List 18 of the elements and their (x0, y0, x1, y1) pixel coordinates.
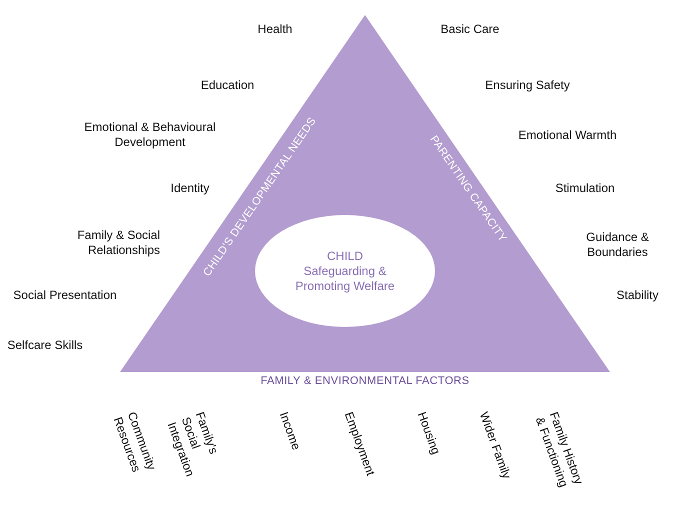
item-label: Stability (615, 288, 660, 303)
item-label: Ensuring Safety (484, 78, 571, 93)
item-label: Guidance & Boundaries (585, 230, 650, 260)
factor-label: Wider Family (476, 410, 515, 483)
item-label: Health (256, 22, 294, 37)
item-label: Selfcare Skills (6, 338, 84, 353)
item-label: Education (200, 78, 256, 93)
factor-label: Income (276, 410, 304, 454)
side-heading: FAMILY & ENVIRONMENTAL FACTORS (260, 375, 470, 387)
item-label: Family & Social Relationships (76, 228, 160, 258)
centre-text: Safeguarding & Promoting Welfare (294, 264, 396, 294)
item-label: Basic Care (440, 22, 500, 37)
item-label: Emotional & Behavioural Development (83, 120, 217, 150)
item-label: Social Presentation (12, 288, 118, 303)
item-label: Stimulation (554, 181, 616, 196)
item-label: Emotional Warmth (517, 128, 618, 143)
centre-title: CHILD (326, 248, 363, 264)
item-label: Identity (170, 181, 210, 196)
